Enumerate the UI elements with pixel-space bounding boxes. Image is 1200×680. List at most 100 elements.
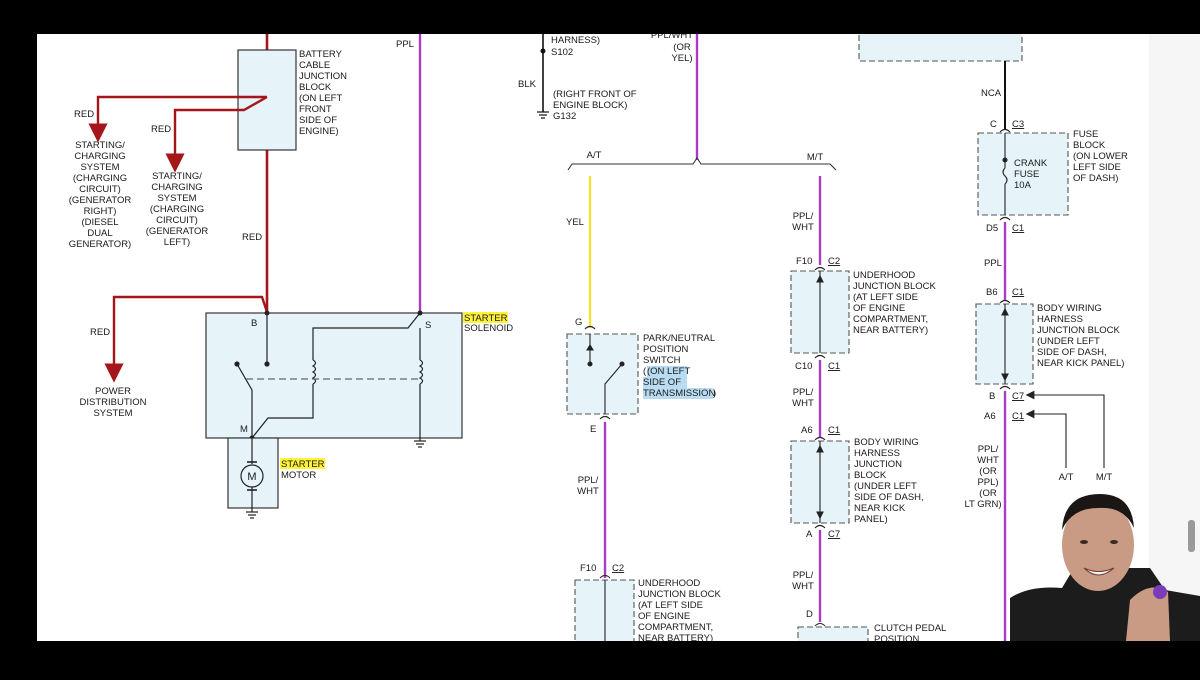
svg-text:(AT LEFT SIDE: (AT LEFT SIDE [638,600,703,611]
power-distribution-system: POWER DISTRIBUTION SYSTEM [79,386,146,419]
red-wire-generator-right [88,95,267,143]
svg-text:LEFT SIDE: LEFT SIDE [1073,162,1121,173]
svg-text:(UNDER LEFT: (UNDER LEFT [854,481,917,492]
top-right-component [858,34,1023,62]
svg-text:BLOCK: BLOCK [854,470,887,481]
svg-text:CHARGING: CHARGING [151,182,202,193]
presenter-webcam [1010,494,1200,641]
pin-b: B [251,318,257,329]
svg-text:POSITION: POSITION [643,344,689,355]
svg-text:FUSE: FUSE [1014,169,1039,180]
starter-solenoid [205,312,463,439]
svg-text:PPL/: PPL/ [793,211,814,222]
pin-s: S [425,320,431,331]
scrollbar-thumb[interactable] [1188,520,1195,552]
solenoid-label: SOLENOID [464,323,513,334]
svg-text:NEAR KICK PANEL): NEAR KICK PANEL) [1037,358,1124,369]
svg-text:WHT: WHT [977,455,999,466]
svg-text:C7: C7 [1012,391,1024,402]
ppl-label: PPL [984,258,1002,269]
svg-text:SIDE OF DASH,: SIDE OF DASH, [854,492,924,503]
svg-text:(ON LEFT: (ON LEFT [647,366,690,377]
pin-g: G [575,317,582,328]
svg-text:SIDE OF: SIDE OF [643,377,681,388]
svg-text:WHT: WHT [577,486,599,497]
svg-text:(OR: (OR [673,42,691,53]
svg-text:BATTERY: BATTERY [299,49,343,60]
svg-text:): ) [713,388,716,399]
svg-text:SIDE OF DASH,: SIDE OF DASH, [1037,347,1107,358]
starting-charging-system-right: STARTING/ CHARGING SYSTEM (CHARGING CIRC… [146,171,209,248]
fuse-block [977,132,1069,216]
svg-text:YEL): YEL) [671,53,692,64]
svg-text:SYSTEM: SYSTEM [157,193,196,204]
svg-text:C1: C1 [1012,223,1024,234]
svg-text:B6: B6 [986,287,998,298]
pin-m: M [240,424,248,435]
battery-cable-junction-block [237,49,297,151]
underhood-at-label: UNDERHOOD JUNCTION BLOCK (AT LEFT SIDE O… [638,578,722,644]
svg-text:B: B [989,391,995,402]
svg-text:FUSE: FUSE [1073,129,1098,140]
svg-text:PPL/: PPL/ [793,387,814,398]
svg-text:A: A [806,529,813,540]
svg-text:DISTRIBUTION: DISTRIBUTION [79,397,146,408]
svg-text:(GENERATOR: (GENERATOR [146,226,209,237]
svg-text:(GENERATOR: (GENERATOR [69,195,132,206]
body-wiring-right-label: BODY WIRING HARNESS JUNCTION BLOCK (UNDE… [1037,303,1124,369]
svg-text:NEAR BATTERY): NEAR BATTERY) [638,633,713,644]
svg-text:(: ( [643,366,647,377]
svg-text:(DIESEL: (DIESEL [82,217,119,228]
mt-label: M/T [807,152,824,163]
svg-text:JUNCTION BLOCK: JUNCTION BLOCK [853,281,937,292]
red-label: RED [74,109,94,120]
svg-text:POSITION: POSITION [874,634,920,645]
svg-text:(RIGHT FRONT OF: (RIGHT FRONT OF [553,89,637,100]
fuse-block-label: FUSE BLOCK (ON LOWER LEFT SIDE OF DASH) [1073,129,1128,184]
nca-label: NCA [981,88,1002,99]
motor-symbol: M [247,471,256,483]
harness-label: HARNESS) [551,35,600,46]
body-wiring-mid-label: BODY WIRING HARNESS JUNCTION BLOCK (UNDE… [854,437,924,525]
svg-text:(UNDER LEFT: (UNDER LEFT [1037,336,1100,347]
pin-e: E [590,424,596,435]
svg-text:BLOCK: BLOCK [1073,140,1106,151]
svg-text:(ON LOWER: (ON LOWER [1073,151,1128,162]
ground-symbol [414,438,426,448]
splice-label: S102 [551,47,573,58]
clutch-pedal-position-switch [797,626,869,641]
svg-text:UNDERHOOD: UNDERHOOD [638,578,700,589]
starter-highlight: STARTER [464,313,508,324]
svg-text:ENGINE BLOCK): ENGINE BLOCK) [553,100,627,111]
red-wire-power-distribution [104,295,269,383]
svg-text:HARNESS: HARNESS [854,448,900,459]
svg-text:A6: A6 [801,425,813,436]
svg-text:PPL/WHT: PPL/WHT [651,30,693,41]
svg-text:STARTING/: STARTING/ [152,171,202,182]
svg-text:SYSTEM: SYSTEM [80,162,119,173]
svg-text:JUNCTION BLOCK: JUNCTION BLOCK [1037,325,1121,336]
svg-text:BODY WIRING: BODY WIRING [1037,303,1102,314]
svg-text:C1: C1 [828,361,840,372]
ppl-label: PPL [396,39,414,50]
red-label: RED [90,327,110,338]
svg-text:UNDERHOOD: UNDERHOOD [853,270,915,281]
svg-text:CRANK: CRANK [1014,158,1048,169]
svg-text:SIDE OF: SIDE OF [299,115,337,126]
svg-text:GENERATOR): GENERATOR) [69,239,131,250]
svg-text:C3: C3 [1012,119,1024,130]
at-label: A/T [587,150,602,161]
motor-label: MOTOR [281,470,316,481]
svg-text:LT GRN): LT GRN) [964,499,1001,510]
svg-text:(OR: (OR [979,466,997,477]
at-label: A/T [1059,472,1074,483]
svg-text:C2: C2 [828,256,840,267]
blk-label: BLK [518,79,537,90]
svg-text:C7: C7 [828,529,840,540]
svg-text:WHT: WHT [792,581,814,592]
svg-text:C2: C2 [612,563,624,574]
svg-text:PPL/: PPL/ [793,570,814,581]
crank-fuse-label: CRANK FUSE 10A [1014,158,1048,191]
svg-text:D: D [806,609,813,620]
